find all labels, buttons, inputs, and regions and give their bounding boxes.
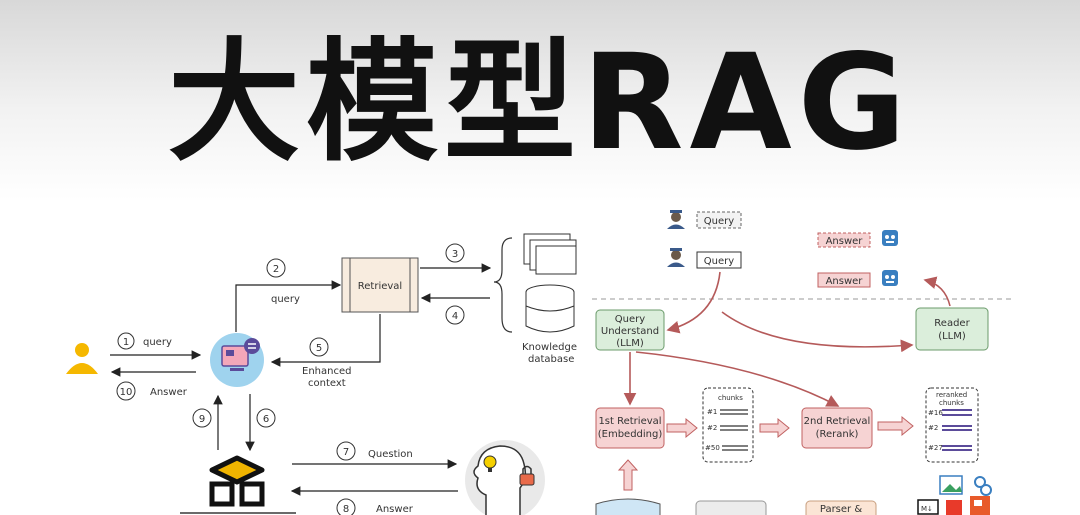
user-avatar-icon-2 bbox=[667, 248, 685, 267]
step-10-number: 10 bbox=[120, 387, 133, 398]
answer-box-1 bbox=[817, 232, 871, 248]
answer-box-2 bbox=[817, 272, 871, 288]
head-lock-icon bbox=[465, 440, 545, 515]
first-retrieval-label-2: (Embedding) bbox=[598, 429, 663, 440]
arrow-query-to-reader bbox=[721, 311, 914, 353]
user-avatar-icon-1 bbox=[667, 210, 685, 229]
arrow-chunks-to-second bbox=[759, 417, 790, 439]
query-understand-label-3: (LLM) bbox=[616, 338, 644, 349]
reranked-id-1: #16 bbox=[928, 409, 943, 417]
arrow-db-to-first bbox=[617, 459, 639, 491]
reranked-id-3: #27 bbox=[928, 444, 943, 452]
parser-label: Parser & bbox=[820, 504, 862, 515]
step-10-circle bbox=[116, 381, 136, 401]
chunks-box bbox=[702, 387, 754, 463]
chunk-id-2: #2 bbox=[707, 424, 717, 432]
ppt-file-icon bbox=[970, 496, 990, 515]
step-4-number: 4 bbox=[452, 311, 458, 322]
app-icon bbox=[210, 333, 264, 387]
query-dashed-box bbox=[696, 211, 742, 229]
answer-user-label: Answer bbox=[150, 387, 188, 398]
question-label: Question bbox=[368, 449, 413, 460]
step-1-circle bbox=[117, 332, 135, 350]
query-solid-box bbox=[696, 251, 742, 269]
step-3-number: 3 bbox=[452, 249, 458, 260]
user-icon bbox=[66, 343, 98, 374]
step-4-circle bbox=[445, 305, 465, 325]
query-understand-label-1: Query bbox=[615, 314, 645, 325]
kb-label-1: Knowledge bbox=[522, 342, 577, 353]
step-7-number: 7 bbox=[343, 447, 349, 458]
robot-icon-1 bbox=[882, 230, 898, 246]
link-icon bbox=[974, 476, 992, 496]
bottom-box-gray bbox=[695, 500, 767, 515]
retrieval-label: Retrieval bbox=[358, 281, 402, 292]
vector-db-icon bbox=[595, 498, 661, 515]
arrow-second-to-reranked bbox=[877, 415, 914, 437]
first-retrieval-box bbox=[595, 407, 665, 449]
chunk-id-3: #50 bbox=[705, 444, 720, 452]
step-2-circle bbox=[266, 258, 286, 278]
query-understand-label-2: Understand bbox=[601, 326, 659, 337]
enhanced-label-2: context bbox=[308, 378, 346, 389]
parser-box bbox=[805, 500, 877, 515]
markdown-icon: M↓ bbox=[917, 499, 939, 515]
second-retrieval-label-1: 2nd Retrieval bbox=[804, 416, 871, 427]
answer-label-1: Answer bbox=[826, 236, 864, 247]
reranked-label-2: chunks bbox=[939, 399, 964, 407]
pdf-file-icon bbox=[946, 500, 962, 515]
answer-llm-label: Answer bbox=[376, 504, 414, 515]
image-file-icon bbox=[939, 475, 963, 495]
arrow-retrieval-to-app bbox=[270, 314, 381, 367]
step-9-number: 9 bbox=[199, 414, 205, 425]
reader-label-1: Reader bbox=[934, 318, 970, 329]
arrow-first-to-chunks bbox=[666, 417, 698, 439]
arrow-query-to-understand bbox=[666, 271, 721, 334]
step-3-circle bbox=[445, 243, 465, 263]
step-1-number: 1 bbox=[123, 337, 129, 348]
query-solid-label: Query bbox=[704, 256, 734, 267]
arrow-understand-to-second bbox=[635, 351, 840, 407]
svg-text:M↓: M↓ bbox=[921, 505, 933, 513]
reranked-label-1: reranked bbox=[936, 391, 967, 399]
arrow-app-to-retrieval bbox=[235, 280, 342, 332]
knowledge-database-icon bbox=[493, 233, 577, 333]
robot-icon-2 bbox=[882, 270, 898, 286]
page-title: 大模型RAG bbox=[167, 26, 913, 180]
step-8-circle bbox=[336, 498, 356, 515]
step-5-number: 5 bbox=[316, 343, 322, 354]
enhanced-label-1: Enhanced bbox=[302, 366, 351, 377]
chunk-id-1: #1 bbox=[707, 408, 717, 416]
second-retrieval-label-2: (Rerank) bbox=[816, 429, 859, 440]
kb-label-2: database bbox=[528, 354, 574, 365]
reranked-id-2: #2 bbox=[928, 424, 938, 432]
step-8-number: 8 bbox=[343, 504, 349, 515]
reader-label-2: (LLM) bbox=[938, 331, 966, 342]
step-6-number: 6 bbox=[263, 414, 269, 425]
first-retrieval-label-1: 1st Retrieval bbox=[598, 416, 661, 427]
reader-box bbox=[915, 307, 989, 351]
step-2-number: 2 bbox=[273, 264, 279, 275]
query-user-label: query bbox=[143, 337, 172, 348]
query-retrieval-label: query bbox=[271, 294, 300, 305]
step-5-circle bbox=[309, 337, 329, 357]
llm-cube-icon bbox=[209, 455, 265, 507]
second-retrieval-box bbox=[801, 407, 873, 449]
arrow-reader-to-answer bbox=[923, 276, 951, 307]
answer-label-2: Answer bbox=[826, 276, 864, 287]
step-6-circle bbox=[256, 408, 276, 428]
query-dashed-label: Query bbox=[704, 216, 734, 227]
chunks-label: chunks bbox=[718, 394, 743, 402]
step-9-circle bbox=[192, 408, 212, 428]
retrieval-box: Retrieval bbox=[341, 257, 419, 313]
query-understand-box bbox=[595, 309, 665, 351]
step-7-circle bbox=[336, 441, 356, 461]
